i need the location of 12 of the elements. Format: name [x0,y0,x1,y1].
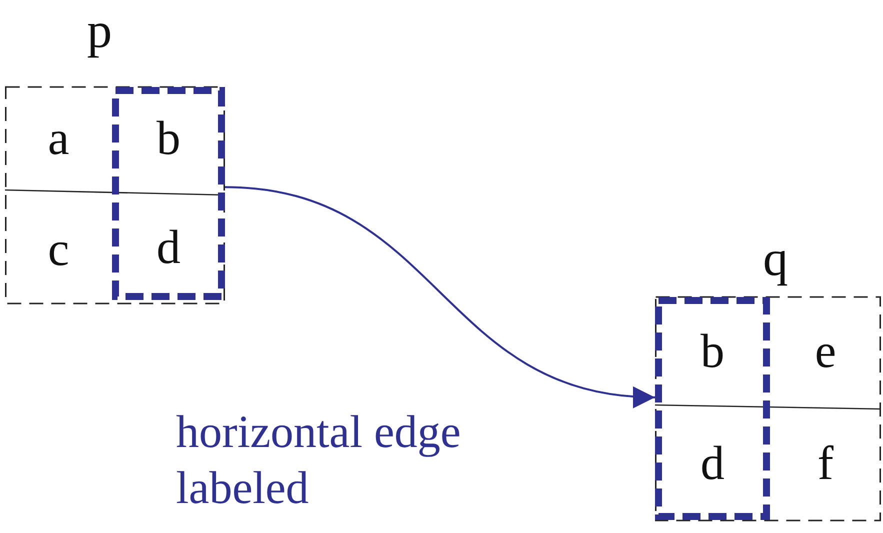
cell-letter: b [112,87,225,190]
cell-letter: c [5,195,112,303]
box-title: p [87,1,112,60]
cell-letter: e [770,297,881,405]
box-title: q [763,229,788,288]
dashed-frame [112,87,225,300]
cell-letter: b [655,297,770,405]
dashed-frame [655,297,770,520]
cell-letter: f [770,407,881,520]
cell-letter: d [112,195,225,300]
cell-letter: d [655,407,770,520]
cell-letter: a [5,87,112,190]
